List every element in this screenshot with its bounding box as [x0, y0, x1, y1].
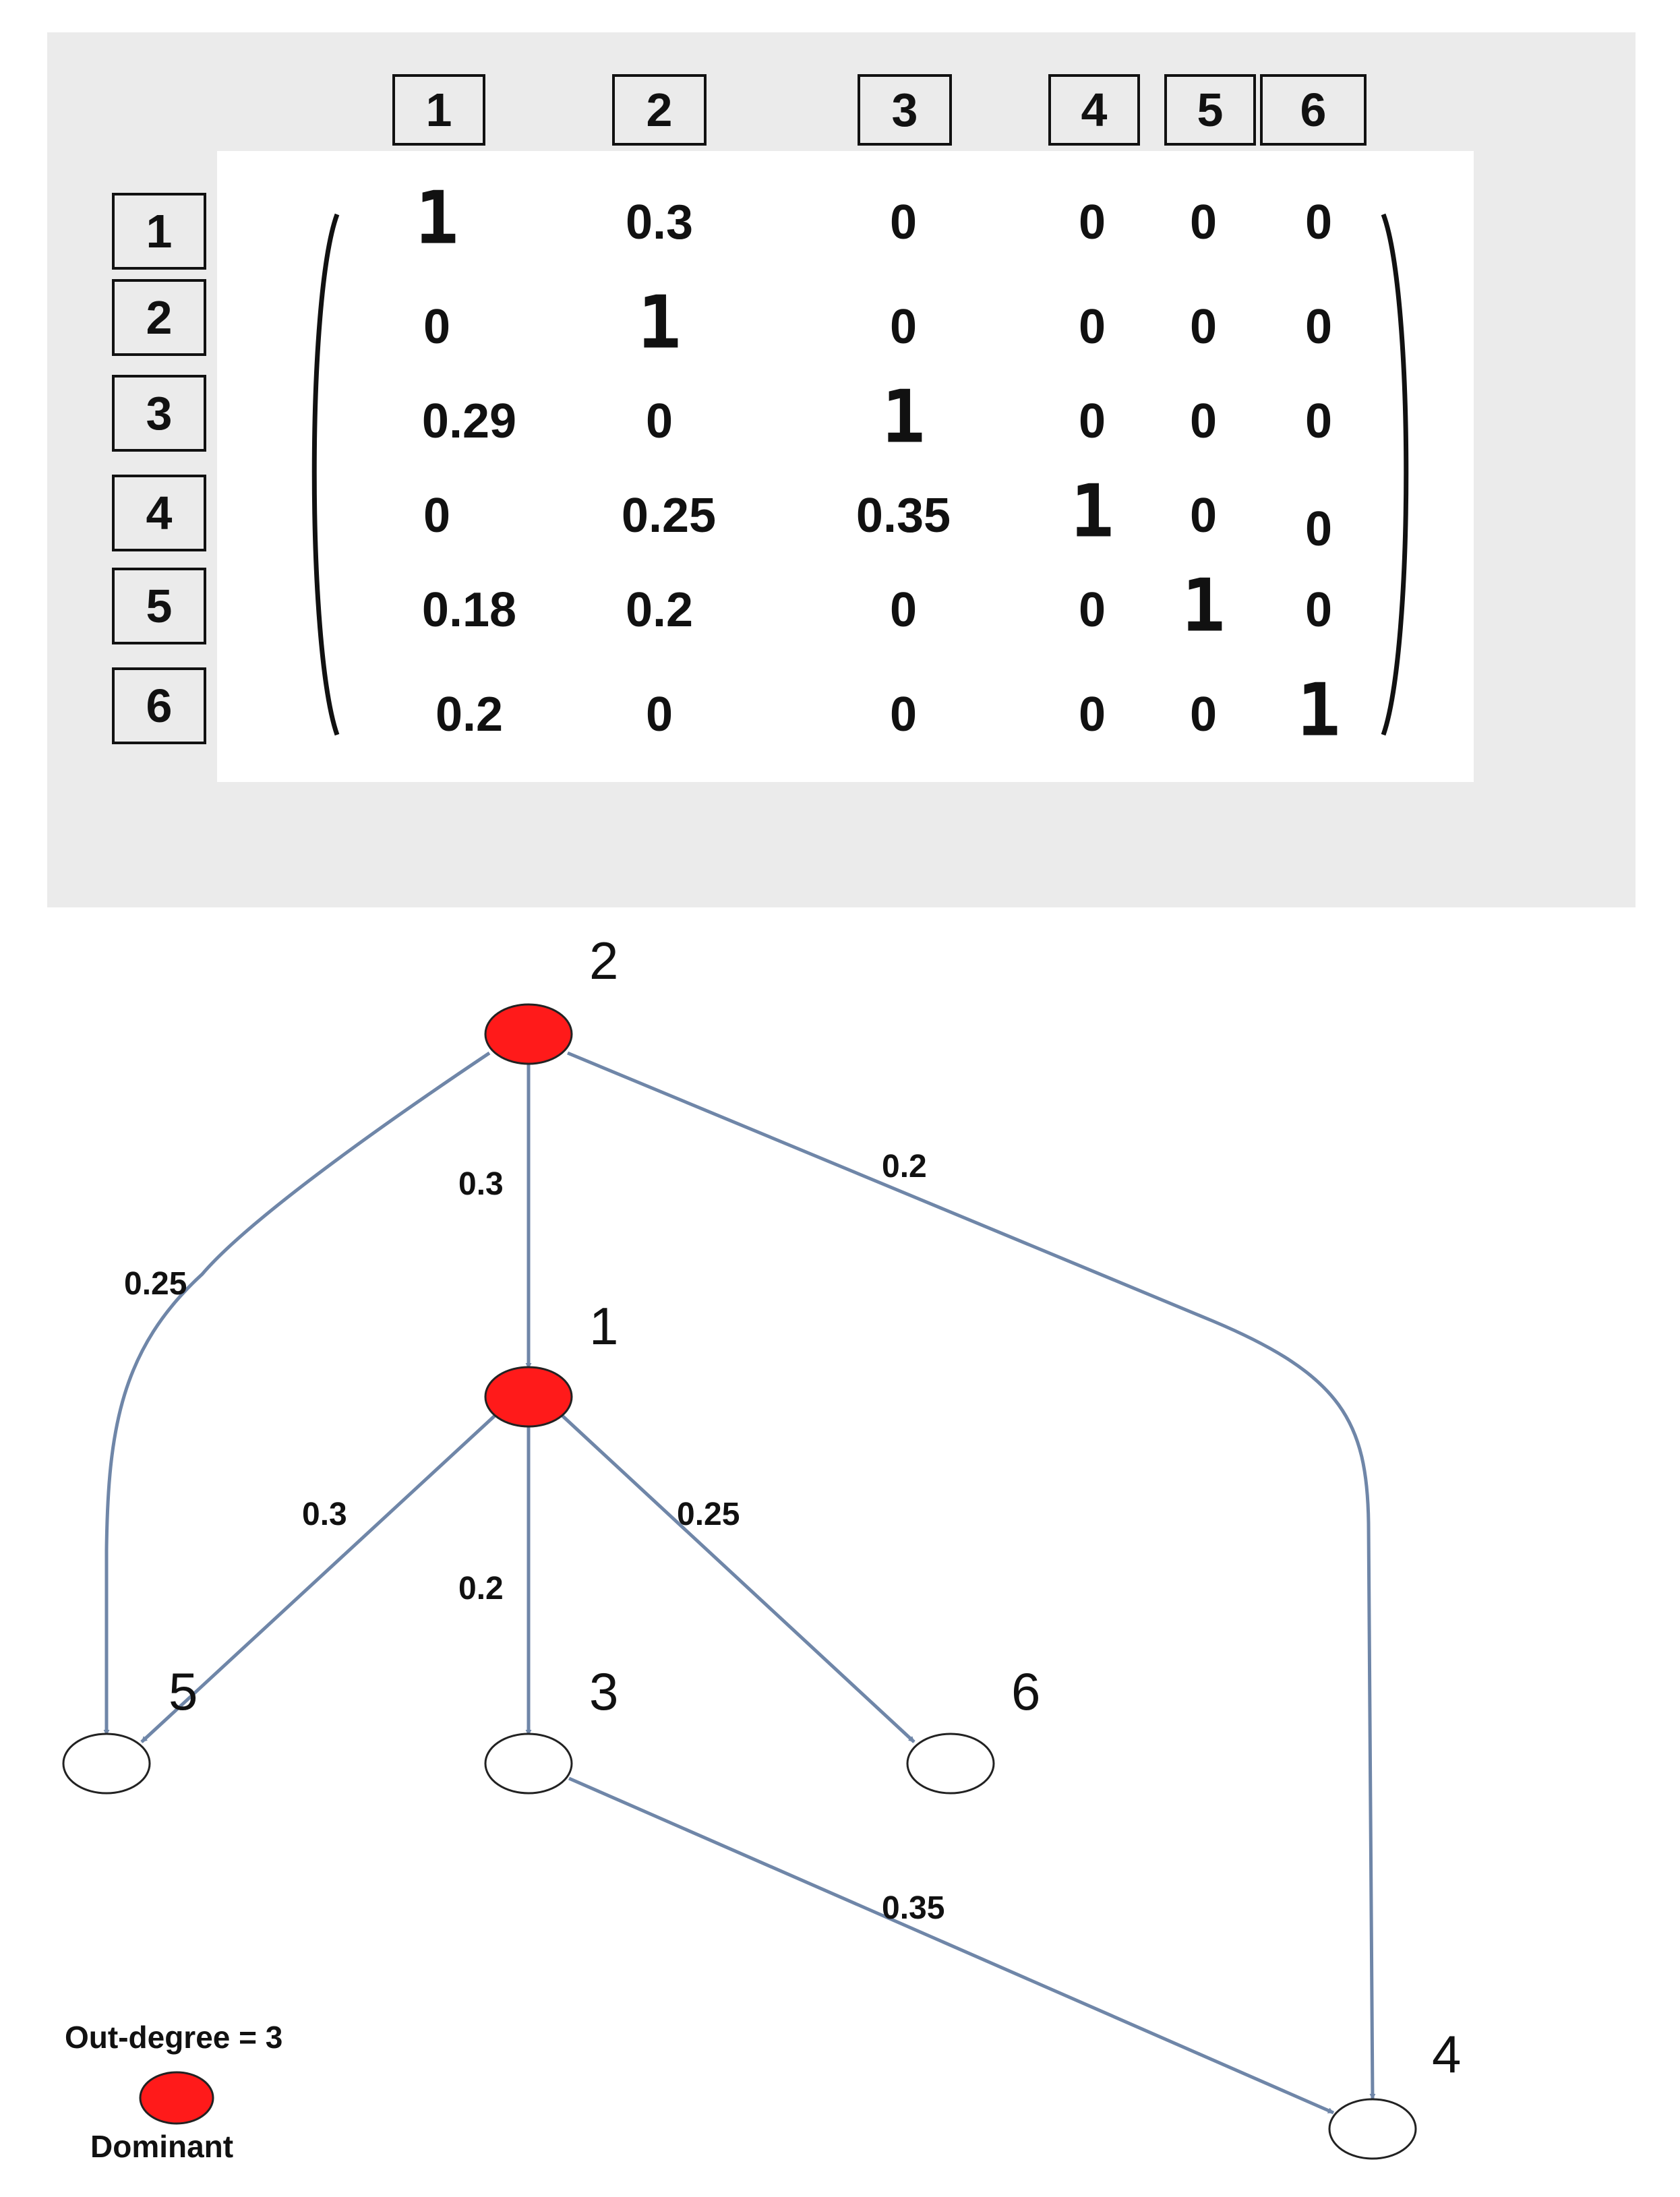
edge-2-4 [567, 1051, 1376, 2100]
node-label-2: 2 [589, 931, 618, 990]
col-header-6: 6 [1260, 74, 1367, 146]
legend-title: Out-degree = 3 [65, 2020, 282, 2055]
left-bracket [311, 213, 340, 736]
matrix-cell-r3-c1: 0.29 [421, 394, 517, 448]
edge-2-5 [103, 1051, 491, 1736]
row-header-1: 1 [112, 193, 206, 270]
edge-weight-2-5: 0.25 [124, 1266, 187, 1302]
matrix-cell-r2-c6: 0 [1304, 300, 1333, 354]
matrix-cell-r4-c2: 0.25 [621, 489, 717, 543]
edge-weight-1-3: 0.2 [458, 1571, 504, 1606]
legend-label: Dominant [90, 2129, 233, 2164]
matrix-cell-r5-c5: 1 [1181, 564, 1226, 649]
matrix-cell-r1-c4: 0 [1078, 195, 1106, 249]
edge-1-5 [140, 1414, 496, 1743]
matrix-cell-r4-c4: 1 [1070, 469, 1114, 554]
matrix-cell-r5-c4: 0 [1078, 583, 1106, 637]
node-label-6: 6 [1011, 1662, 1040, 1721]
matrix-cell-r6-c5: 0 [1189, 688, 1218, 742]
edge-weight-1-5: 0.3 [302, 1497, 347, 1532]
col-header-2: 2 [612, 74, 707, 146]
node-2 [484, 1003, 573, 1065]
edge-weight-3-4: 0.35 [882, 1890, 944, 1926]
row-header-5: 5 [112, 568, 206, 644]
matrix-cell-r3-c3: 1 [881, 375, 926, 460]
edge-1-6 [561, 1414, 916, 1743]
matrix-cell-r6-c6: 1 [1296, 668, 1341, 753]
matrix-cell-r4-c6: 0 [1304, 502, 1333, 556]
col-header-1: 1 [392, 74, 485, 146]
node-label-3: 3 [589, 1662, 618, 1721]
row-header-2: 2 [112, 279, 206, 356]
matrix-cell-r3-c5: 0 [1189, 394, 1218, 448]
matrix-cell-r6-c2: 0 [645, 688, 673, 742]
node-5 [62, 1733, 151, 1795]
legend-dominant-swatch [139, 2071, 214, 2125]
edge-weight-1-6: 0.25 [677, 1497, 740, 1532]
matrix-cell-r2-c1: 0 [423, 300, 451, 354]
node-3 [484, 1733, 573, 1795]
matrix-cell-r1-c6: 0 [1304, 195, 1333, 249]
matrix-cell-r6-c4: 0 [1078, 688, 1106, 742]
matrix-cell-r4-c3: 0.35 [856, 489, 951, 543]
col-header-5: 5 [1164, 74, 1256, 146]
matrix-cell-r5-c3: 0 [889, 583, 918, 637]
col-header-3: 3 [858, 74, 952, 146]
matrix-cell-r1-c2: 0.3 [625, 195, 694, 249]
matrix-cell-r5-c2: 0.2 [625, 583, 694, 637]
edge-3-4 [568, 1776, 1335, 2115]
edges: 0.25 0.3 0.2 0.3 0.2 0.25 0.35 [103, 1051, 1376, 2115]
node-label-1: 1 [589, 1296, 618, 1356]
node-4 [1328, 2098, 1417, 2160]
matrix-cell-r4-c1: 0 [423, 489, 451, 543]
matrix-cell-r2-c4: 0 [1078, 300, 1106, 354]
legend: Out-degree = 3 Dominant [65, 2020, 282, 2164]
row-header-4: 4 [112, 475, 206, 551]
matrix-cell-r4-c5: 0 [1189, 489, 1218, 543]
matrix-area [217, 151, 1474, 782]
matrix-cell-r3-c2: 0 [645, 394, 673, 448]
matrix-cell-r3-c6: 0 [1304, 394, 1333, 448]
col-header-4: 4 [1048, 74, 1140, 146]
matrix-cell-r2-c3: 0 [889, 300, 918, 354]
matrix-cell-r5-c1: 0.18 [421, 583, 517, 637]
matrix-cell-r1-c3: 0 [889, 195, 918, 249]
node-6 [906, 1733, 995, 1795]
matrix-cell-r1-c5: 0 [1189, 195, 1218, 249]
node-1 [484, 1366, 573, 1428]
row-header-6: 6 [112, 667, 206, 744]
edge-weight-2-1: 0.3 [458, 1166, 504, 1202]
right-bracket [1381, 213, 1409, 736]
row-header-3: 3 [112, 375, 206, 452]
matrix-cell-r2-c5: 0 [1189, 300, 1218, 354]
node-label-4: 4 [1432, 2024, 1461, 2084]
matrix-cell-r3-c4: 0 [1078, 394, 1106, 448]
matrix-cell-r1-c1: 1 [415, 176, 459, 261]
node-label-5: 5 [169, 1662, 198, 1721]
matrix-cell-r6-c3: 0 [889, 688, 918, 742]
nodes: 2 1 5 3 6 4 [62, 931, 1461, 2160]
edge-weight-2-4: 0.2 [882, 1149, 927, 1184]
matrix-cell-r2-c2: 1 [637, 280, 682, 365]
matrix-cell-r5-c6: 0 [1304, 583, 1333, 637]
matrix-cell-r6-c1: 0.2 [435, 688, 504, 742]
